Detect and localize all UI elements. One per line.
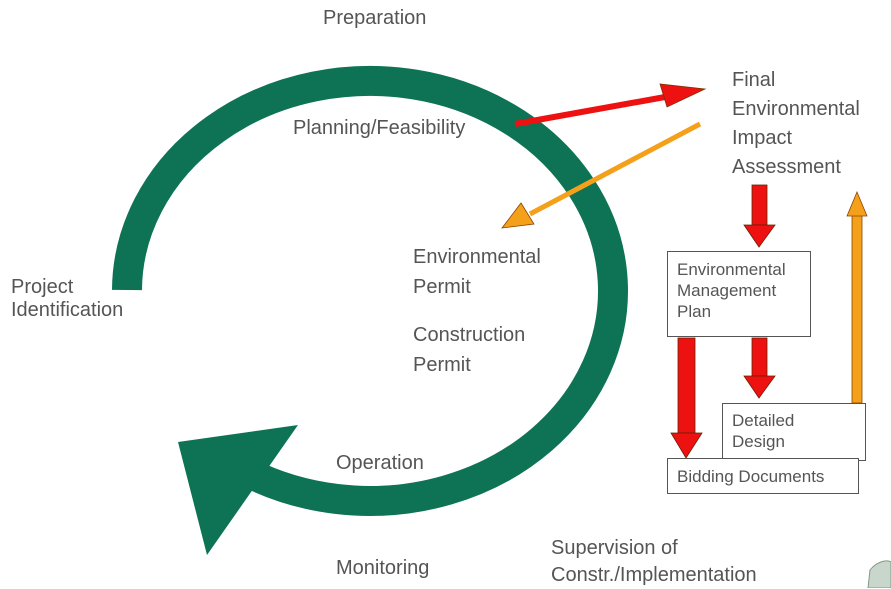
label-environmental-permit: Environmental Permit: [413, 242, 541, 302]
label-environmental-permit-line2: Permit: [413, 276, 471, 298]
label-supervision: Supervision of Constr./Implementation: [551, 535, 757, 589]
box-emp-line3: Plan: [677, 302, 712, 321]
label-construction-permit-line2: Permit: [413, 354, 471, 376]
label-construction-permit-line1: Construction: [413, 324, 526, 346]
cycle-arrowhead: [178, 425, 298, 555]
box-bidding-documents: Bidding Documents: [667, 458, 859, 494]
label-project-identification-line1: Project: [11, 276, 74, 298]
label-supervision-line1: Supervision of: [551, 537, 678, 559]
arrow-emp-to-bidding: [670, 337, 703, 459]
label-final-eia: Final Environmental Impact Assessment: [732, 66, 860, 182]
arrow-eia-to-emp: [743, 184, 776, 248]
box-emp-line2: Management: [677, 281, 777, 300]
box-detailed-design-line1: Detailed: [732, 411, 795, 430]
arrow-emp-to-design: [743, 337, 776, 399]
label-environmental-permit-line1: Environmental: [413, 246, 541, 268]
box-detailed-design-line2: Design: [732, 432, 785, 451]
label-final-eia-line3: Impact: [732, 127, 793, 149]
label-supervision-line2: Constr./Implementation: [551, 564, 757, 586]
box-environmental-management-plan: Environmental Management Plan: [667, 251, 811, 337]
arrow-planning-to-eia: [514, 83, 707, 127]
label-final-eia-line1: Final: [732, 69, 776, 91]
arrow-design-to-eia: [846, 190, 868, 404]
label-final-eia-line4: Assessment: [732, 156, 841, 178]
logo-fragment: [867, 560, 891, 588]
box-detailed-design: Detailed Design: [722, 403, 866, 461]
label-operation: Operation: [336, 452, 424, 474]
label-planning-feasibility: Planning/Feasibility: [293, 117, 466, 139]
label-monitoring: Monitoring: [336, 557, 430, 579]
label-final-eia-line2: Environmental: [732, 98, 860, 120]
label-project-identification: Project Identification: [11, 276, 123, 322]
label-construction-permit: Construction Permit: [413, 320, 525, 380]
label-preparation: Preparation: [323, 7, 427, 29]
box-emp-line1: Environmental: [677, 260, 786, 279]
arrow-eia-to-permit: [501, 121, 702, 229]
label-project-identification-line2: Identification: [11, 299, 124, 321]
